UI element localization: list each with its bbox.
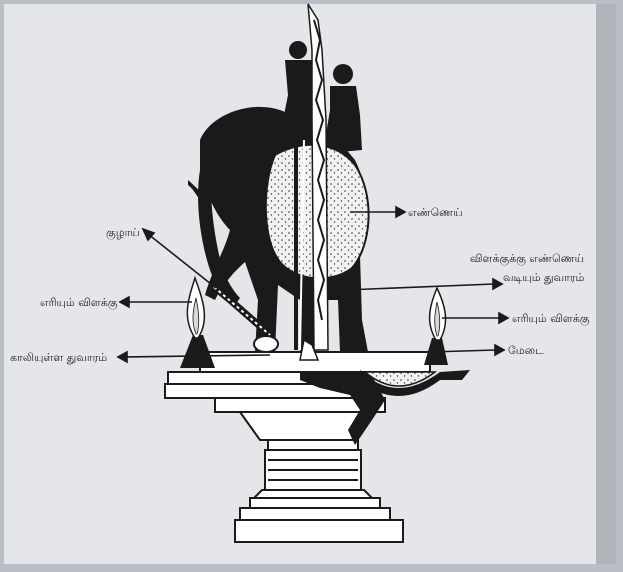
label-ladle: குழாய்: [106, 226, 140, 241]
label-platform: மேடை: [508, 344, 544, 357]
page-shadow: [596, 4, 616, 564]
label-oil: எண்ணெய்: [408, 206, 463, 219]
label-burning-lamp-left: எரியும் விளக்கு: [40, 296, 118, 311]
label-burning-lamp-right: எரியும் விளக்கு: [512, 312, 590, 327]
label-air-hole: காலியுள்ள துவாரம்: [10, 351, 107, 364]
label-oil-hole-line1: விளக்குக்கு எண்ணெய்: [470, 252, 584, 267]
label-oil-hole-line2: வடியும் துவாரம்: [503, 271, 585, 284]
